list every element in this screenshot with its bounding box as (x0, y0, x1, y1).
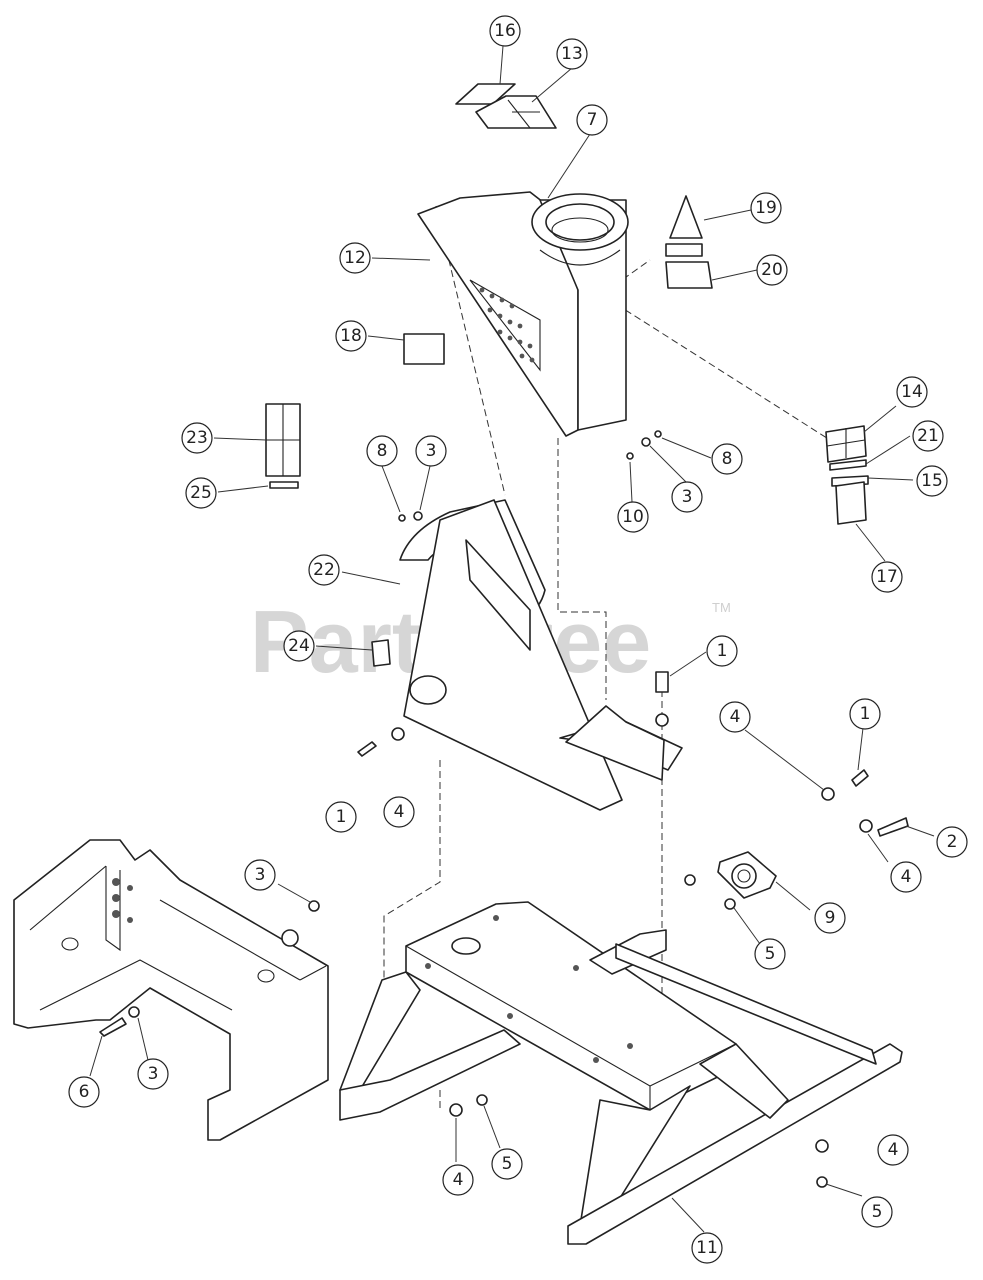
callout-3-bracket: 3 (244, 859, 276, 891)
svg-text:10: 10 (622, 507, 644, 527)
svg-text:4: 4 (901, 867, 912, 887)
callout-5-bottom-right: 5 (861, 1196, 893, 1228)
callout-7: 7 (576, 104, 608, 136)
callout-3-right: 3 (671, 481, 703, 513)
svg-text:21: 21 (917, 426, 939, 446)
callout-21: 21 (912, 420, 944, 452)
svg-text:11: 11 (696, 1238, 718, 1258)
callout-5-upper: 5 (754, 938, 786, 970)
svg-text:22: 22 (313, 560, 335, 580)
svg-text:5: 5 (872, 1202, 883, 1222)
bearing (717, 851, 777, 899)
callout-8-upper-left: 8 (366, 435, 398, 467)
callout-15: 15 (916, 465, 948, 497)
callout-16: 16 (489, 15, 521, 47)
decals-19-20-18 (403, 195, 713, 365)
callout-1-left: 1 (325, 801, 357, 833)
svg-text:5: 5 (765, 944, 776, 964)
alignment-lines (383, 205, 831, 1112)
svg-text:8: 8 (377, 441, 388, 461)
decal-16-13 (455, 83, 557, 129)
svg-text:18: 18 (340, 326, 362, 346)
svg-text:7: 7 (587, 110, 598, 130)
callout-1-right: 1 (849, 698, 881, 730)
svg-text:3: 3 (682, 487, 693, 507)
svg-text:1: 1 (336, 807, 347, 827)
decals-23-25 (265, 403, 301, 489)
callout-9: 9 (814, 902, 846, 934)
svg-text:15: 15 (921, 471, 943, 491)
callout-2: 2 (936, 826, 968, 858)
decals-14-21-15-17 (825, 425, 869, 525)
callout-4-right: 4 (890, 861, 922, 893)
callout-12: 12 (339, 242, 371, 274)
svg-text:8: 8 (722, 449, 733, 469)
svg-text:12: 12 (344, 248, 366, 268)
svg-text:14: 14 (901, 382, 923, 402)
callout-1-center: 1 (706, 635, 738, 667)
svg-text:20: 20 (761, 260, 783, 280)
svg-text:25: 25 (190, 483, 212, 503)
hopper-perforations (479, 287, 535, 363)
svg-text:3: 3 (148, 1064, 159, 1084)
callout-18: 18 (335, 320, 367, 352)
svg-text:1: 1 (717, 641, 728, 661)
svg-text:3: 3 (255, 865, 266, 885)
callout-4-right-upper: 4 (719, 701, 751, 733)
callout-4-lower: 4 (442, 1164, 474, 1196)
svg-text:19: 19 (755, 198, 777, 218)
svg-text:6: 6 (79, 1082, 90, 1102)
svg-text:3: 3 (426, 441, 437, 461)
callout-8-right: 8 (711, 443, 743, 475)
svg-text:16: 16 (494, 21, 516, 41)
callout-13: 13 (556, 38, 588, 70)
svg-text:2: 2 (947, 832, 958, 852)
left-mount-bracket (13, 839, 329, 1141)
svg-text:17: 17 (876, 567, 898, 587)
callout-14: 14 (896, 376, 928, 408)
callout-4-bottom-right: 4 (877, 1134, 909, 1166)
callout-22: 22 (308, 554, 340, 586)
callout-19: 19 (750, 192, 782, 224)
callout-23: 23 (181, 422, 213, 454)
callout-11: 11 (691, 1232, 723, 1264)
fasteners (99, 430, 909, 1188)
svg-text:4: 4 (453, 1170, 464, 1190)
hopper-chute (417, 191, 629, 437)
svg-text:4: 4 (394, 802, 405, 822)
callout-20: 20 (756, 254, 788, 286)
svg-text:1: 1 (860, 704, 871, 724)
watermark-trademark: TM (712, 600, 731, 615)
callout-25: 25 (185, 477, 217, 509)
upper-frame (371, 499, 683, 811)
svg-text:13: 13 (561, 44, 583, 64)
callout-3-upper-left: 3 (415, 435, 447, 467)
main-frame (339, 901, 903, 1245)
svg-text:9: 9 (825, 908, 836, 928)
callout-4-left: 4 (383, 796, 415, 828)
callout-5-lower: 5 (491, 1148, 523, 1180)
callout-10: 10 (617, 501, 649, 533)
svg-text:23: 23 (186, 428, 208, 448)
callout-3-lower: 3 (137, 1058, 169, 1090)
svg-text:4: 4 (730, 707, 741, 727)
callout-6: 6 (68, 1076, 100, 1108)
svg-text:24: 24 (288, 636, 310, 656)
svg-text:5: 5 (502, 1154, 513, 1174)
callout-24: 24 (283, 630, 315, 662)
leader-lines (89, 45, 935, 1233)
callout-17: 17 (871, 561, 903, 593)
svg-text:4: 4 (888, 1140, 899, 1160)
